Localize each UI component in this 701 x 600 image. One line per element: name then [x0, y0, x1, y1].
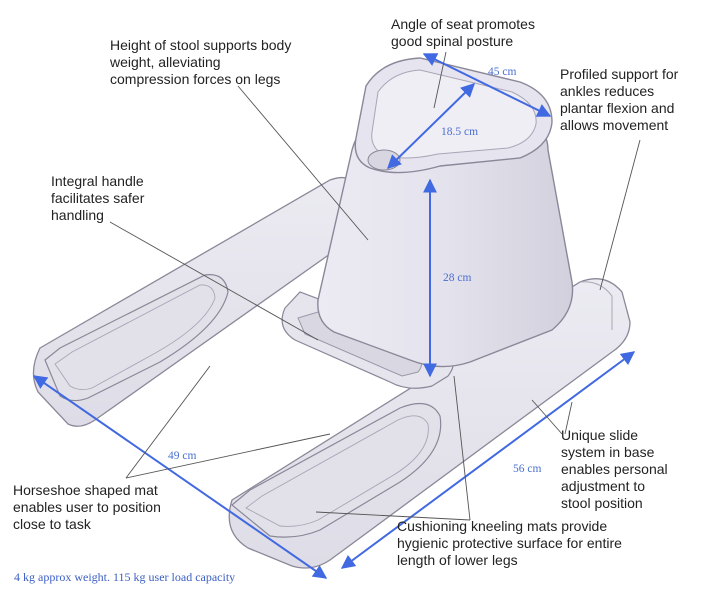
dimension-seat-width: 18.5 cm	[441, 126, 479, 138]
callout-height-of-stool: Height of stool supports body weight, al…	[110, 37, 292, 87]
callout-unique-slide: Unique slide system in base enables pers…	[561, 427, 668, 511]
stool-seat	[317, 57, 574, 368]
dim-line-seat-length	[422, 53, 552, 117]
dim-line-mat-length	[340, 351, 636, 569]
leader-lines	[109, 51, 641, 521]
dim-line-seat-width	[386, 83, 476, 169]
callout-horseshoe-mat: Horseshoe shaped mat enables user to pos…	[13, 482, 161, 532]
callout-cushioning-mats: Cushioning kneeling mats provide hygieni…	[397, 518, 622, 568]
callout-integral-handle: Integral handle facilitates safer handli…	[51, 173, 145, 223]
dimension-stool-height: 28 cm	[443, 272, 472, 284]
dimension-mat-length: 56 cm	[513, 463, 542, 475]
dimension-lines	[32, 53, 636, 579]
callout-profiled-support: Profiled support for ankles reduces plan…	[560, 66, 679, 133]
dimension-base-width: 49 cm	[168, 450, 197, 462]
dim-line-base-width	[32, 375, 328, 579]
weight-capacity-note: 4 kg approx weight. 115 kg user load cap…	[14, 570, 236, 584]
dimension-seat-length: 45 cm	[488, 66, 517, 78]
callout-angle-of-seat: Angle of seat promotes good spinal postu…	[391, 16, 535, 49]
